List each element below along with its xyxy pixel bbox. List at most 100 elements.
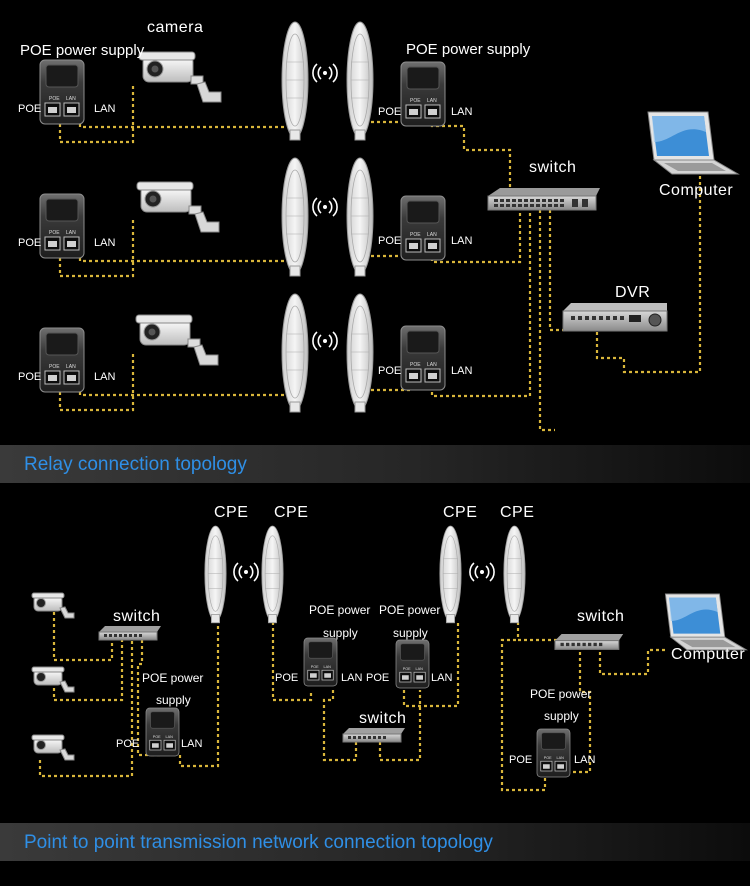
cable-line [402, 622, 460, 708]
poe-supply-label: POE power supply [406, 41, 531, 58]
poe-port-label: POE [275, 672, 299, 684]
cable-line [78, 383, 294, 397]
section-banner: Relay connection topology [0, 445, 750, 483]
lan-port-label: LAN [451, 365, 473, 377]
network-switch-icon [487, 187, 601, 211]
dvr-label: DVR [615, 284, 651, 301]
dvr-icon [562, 302, 668, 332]
cpe-label: CPE [500, 504, 535, 521]
camera-icon [31, 734, 75, 761]
poe-supply-label: POE power [142, 671, 204, 685]
poe-supply-label: POE power [379, 603, 441, 617]
cpe-antenna-icon [346, 157, 374, 277]
lan-port-label: LAN [341, 672, 363, 684]
computer-label: Computer [671, 646, 746, 663]
section-banner: Point to point transmission network conn… [0, 823, 750, 861]
cable-line [58, 86, 135, 144]
cable-line [378, 690, 422, 762]
switch-label: switch [577, 608, 625, 625]
cable-line [595, 170, 702, 374]
poe-port-label: POE [18, 103, 42, 115]
cable-line [178, 622, 220, 768]
poe-supply-label: POE power supply [20, 42, 145, 59]
cable-line [500, 638, 547, 792]
poe-injector-icon [400, 325, 446, 391]
poe-injector-icon [536, 728, 571, 778]
cable-line [430, 210, 532, 398]
poe-port-label: POE [378, 365, 402, 377]
wireless-signal-icon [312, 331, 338, 351]
wireless-signal-icon [233, 562, 259, 582]
poe-port-label: POE [509, 754, 533, 766]
cpe-antenna-icon [261, 525, 284, 624]
lan-port-label: LAN [94, 237, 116, 249]
switch-label: switch [529, 159, 577, 176]
cable-line [58, 220, 135, 278]
poe-port-label: POE [18, 237, 42, 249]
poe-injector-icon [39, 327, 85, 393]
cable-line [565, 652, 592, 774]
poe-port-label: POE [378, 235, 402, 247]
lan-port-label: LAN [94, 103, 116, 115]
poe-supply-label: POE power [309, 603, 371, 617]
camera-icon [138, 51, 222, 103]
cable-line [548, 210, 575, 332]
cable-line [271, 622, 313, 702]
cable-line [430, 204, 522, 264]
wireless-signal-icon [469, 562, 495, 582]
poe-port-label: POE [18, 371, 42, 383]
poe-injector-icon [400, 61, 446, 127]
poe-port-label: POE [366, 672, 390, 684]
poe-port-label: POE [116, 738, 140, 750]
lan-port-label: LAN [574, 754, 596, 766]
camera-icon [135, 314, 219, 366]
cpe-antenna-icon [439, 525, 462, 624]
cable-line [38, 640, 134, 778]
lan-port-label: LAN [94, 371, 116, 383]
lan-port-label: LAN [431, 672, 453, 684]
cable-line [58, 354, 135, 412]
poe-injector-icon [303, 637, 338, 687]
cpe-label: CPE [443, 504, 478, 521]
computer-label: Computer [659, 182, 734, 199]
cable-line [136, 640, 160, 757]
poe-supply-label: supply [156, 693, 191, 707]
poe-injector-icon [395, 639, 430, 689]
camera-icon [136, 181, 220, 233]
cpe-antenna-icon [346, 293, 374, 413]
poe-supply-label: supply [393, 626, 428, 640]
poe-injector-icon [39, 193, 85, 259]
cable-line [538, 210, 555, 432]
poe-supply-label: POE power [530, 687, 592, 701]
cpe-antenna-icon [281, 157, 309, 277]
cable-line [78, 249, 294, 263]
cpe-label: CPE [214, 504, 249, 521]
poe-injector-icon [145, 707, 180, 757]
cpe-label: CPE [274, 504, 309, 521]
cable-line [52, 606, 114, 662]
section-title: Relay connection topology [24, 454, 247, 475]
poe-supply-label: supply [323, 626, 358, 640]
camera-label: camera [147, 19, 204, 36]
network-switch-icon [554, 633, 624, 650]
cable-line [52, 640, 124, 702]
laptop-icon [647, 111, 739, 175]
poe-supply-label: supply [544, 709, 579, 723]
lan-port-label: LAN [181, 738, 203, 750]
switch-label: switch [113, 608, 161, 625]
poe-injector-icon [39, 59, 85, 125]
cable-line [78, 115, 294, 129]
cable-line [322, 690, 358, 762]
cpe-antenna-icon [204, 525, 227, 624]
switch-label: switch [359, 710, 407, 727]
cpe-antenna-icon [503, 525, 526, 624]
network-switch-icon [98, 625, 162, 641]
wireless-signal-icon [312, 63, 338, 83]
wireless-signal-icon [312, 197, 338, 217]
cpe-antenna-icon [281, 293, 309, 413]
section-title: Point to point transmission network conn… [24, 832, 493, 853]
cpe-antenna-icon [281, 21, 309, 141]
network-switch-icon [342, 727, 406, 743]
